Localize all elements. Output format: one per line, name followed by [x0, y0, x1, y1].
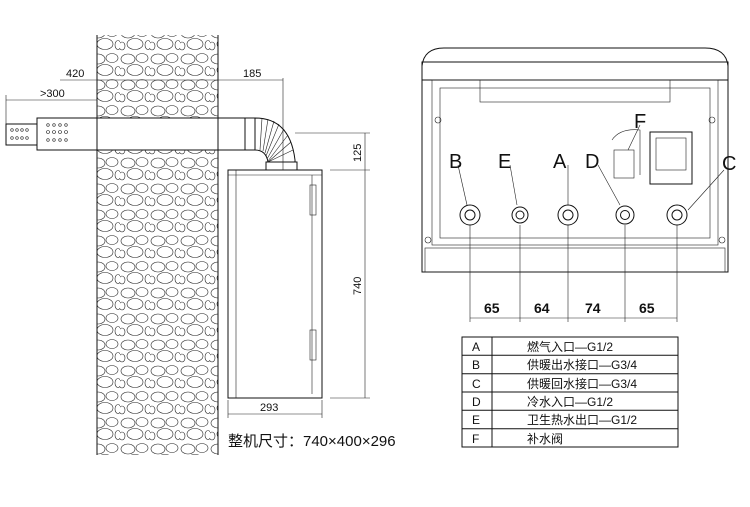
table-row: A 燃气入口—G1/2 — [472, 339, 613, 354]
connection-label-b: B — [449, 151, 462, 173]
connection-label-c: C — [722, 153, 736, 175]
front-view: B E A D F C 65 64 74 65 — [421, 47, 736, 322]
table-row: C 供暖回水接口—G3/4 — [472, 376, 637, 391]
row-code: C — [472, 377, 481, 391]
row-code: F — [472, 432, 479, 446]
spacing-dim-2: 64 — [534, 300, 550, 316]
connection-legend-table: A 燃气入口—G1/2 B 供暖出水接口—G3/4 C 供暖回水接口—G3/4 … — [461, 336, 679, 448]
spacing-dim-4: 65 — [639, 300, 655, 316]
connection-label-f: F — [634, 111, 646, 133]
wall-lower — [97, 150, 218, 455]
overall-size-label: 整机尺寸：740×400×296 — [228, 433, 396, 450]
row-code: A — [472, 340, 480, 354]
connection-label-e: E — [498, 151, 511, 173]
spacing-dim-1: 65 — [484, 300, 500, 316]
dim-boiler-height: 740 — [352, 277, 364, 295]
row-desc: 卫生热水出口—G1/2 — [527, 413, 637, 427]
row-desc: 冷水入口—G1/2 — [527, 395, 613, 409]
row-code: B — [472, 358, 480, 372]
table-row: B 供暖出水接口—G3/4 — [472, 357, 637, 372]
table-row: D 冷水入口—G1/2 — [472, 395, 613, 409]
spacing-dim-3: 74 — [585, 300, 601, 316]
table-row: F 补水阀 — [472, 432, 563, 446]
dim-wall-thickness: 420 — [66, 68, 84, 80]
connection-label-a: A — [553, 151, 567, 173]
row-code: E — [472, 413, 480, 427]
row-desc: 补水阀 — [527, 432, 563, 446]
row-desc: 供暖出水接口—G3/4 — [527, 357, 637, 372]
row-desc: 供暖回水接口—G3/4 — [527, 376, 637, 391]
wall-upper — [97, 35, 218, 118]
connection-label-d: D — [585, 151, 599, 173]
side-view: 420 185 >300 125 740 293 整机尺寸：740×400×29… — [5, 35, 396, 455]
row-code: D — [472, 395, 481, 409]
dim-pipe-offset: 185 — [243, 68, 261, 80]
dim-boiler-depth: 293 — [260, 402, 278, 414]
flue-pipe — [5, 117, 298, 171]
boiler-side — [227, 169, 323, 399]
table-row: E 卫生热水出口—G1/2 — [472, 413, 637, 427]
flue-elbow — [254, 117, 296, 163]
row-desc: 燃气入口—G1/2 — [527, 339, 613, 354]
dim-elbow-height: 125 — [352, 144, 364, 162]
dim-clearance: >300 — [40, 88, 65, 100]
